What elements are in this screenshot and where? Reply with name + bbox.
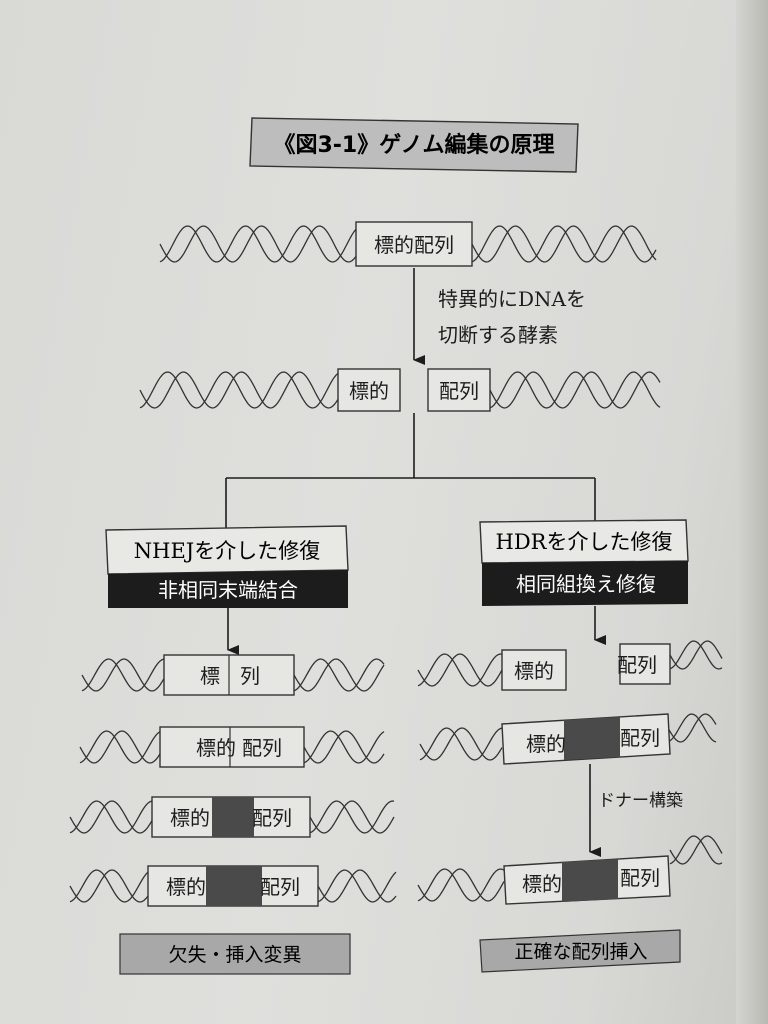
dna-cut-left-strand-2 (139, 371, 339, 409)
dna-nhej-b-left-strand-2 (79, 730, 161, 764)
hdr-result-cut: 標的 配列 (501, 643, 671, 691)
hdr-a-left: 標的 (514, 659, 554, 683)
donor-label: ドナー構築 (598, 791, 683, 811)
dna-nhej-a-left-strand-2 (81, 658, 165, 692)
hdr-b-insert (564, 717, 620, 760)
enzyme-label-line2: 切断する酵素 (438, 323, 558, 347)
nhej-a-right: 列 (240, 664, 260, 688)
nhej-outcome-caption: 欠失・挿入変異 (119, 933, 351, 975)
nhej-c-left: 標的 (170, 806, 210, 830)
branch-connector (225, 413, 596, 530)
nhej-b-right: 配列 (242, 736, 282, 760)
intact-target-label: 標的配列 (374, 233, 454, 257)
dna-nhej-a-right-strand-1 (293, 658, 385, 692)
dna-top-left-strand-2 (159, 225, 357, 263)
dna-hdr-c-left-strand-2 (417, 868, 505, 902)
dna-nhej-a-left-strand-1 (81, 658, 165, 692)
dna-top-right-strand-2 (471, 225, 657, 263)
cut-right-label: 配列 (439, 379, 479, 403)
intact-target-box: 標的配列 (355, 221, 473, 267)
dna-nhej-d-left-strand-1 (69, 869, 149, 903)
dna-hdr-a-right-strand-2 (669, 640, 723, 670)
cut-target-right-box: 配列 (427, 368, 491, 412)
nhej-result-deletion: 標 列 (163, 654, 295, 696)
hdr-b-left: 標的 (526, 732, 566, 756)
dna-nhej-c-left-strand-1 (69, 800, 153, 834)
dna-hdr-c-right-strand-1 (669, 835, 723, 865)
dna-cut-right-strand-1 (489, 371, 661, 409)
dna-nhej-a-right-strand-2 (293, 658, 385, 692)
hdr-a-right: 配列 (617, 653, 657, 677)
nhej-outcome-text: 欠失・挿入変異 (168, 944, 301, 966)
nhej-result-large-insertion: 標的 配列 (147, 865, 319, 907)
nhej-a-left: 標 (200, 664, 220, 688)
cut-target-left-box: 標的 (337, 368, 401, 412)
nhej-c-right: 配列 (252, 806, 292, 830)
nhej-result-rejoined: 標的 配列 (159, 726, 305, 768)
nhej-title: NHEJを介した修復 (134, 539, 320, 563)
dna-nhej-d-right-strand-2 (317, 869, 397, 903)
dna-hdr-a-right-strand-1 (669, 640, 723, 670)
dna-cut-right-strand-2 (489, 371, 661, 409)
dna-nhej-c-right-strand-2 (309, 800, 395, 834)
nhej-result-small-insertion: 標的 配列 (151, 796, 311, 838)
dna-hdr-c-left-strand-1 (417, 868, 505, 902)
dna-hdr-b-left-strand-2 (419, 727, 503, 761)
hdr-outcome-caption: 正確な配列挿入 (479, 929, 681, 973)
hdr-result-final: 標的 配列 (503, 855, 671, 905)
nhej-subtitle: 非相同末端結合 (158, 578, 298, 602)
nhej-b-left: 標的 (196, 736, 236, 760)
dna-nhej-c-right-strand-1 (309, 800, 395, 834)
dna-cut-left-strand-1 (139, 371, 339, 409)
dna-top-left-strand-1 (159, 225, 357, 263)
hdr-pathway-box: HDRを介した修復 相同組換え修復 (479, 519, 689, 606)
hdr-c-insert (562, 859, 618, 902)
hdr-b-right: 配列 (620, 726, 660, 750)
nhej-c-insert (212, 797, 254, 837)
hdr-result-donor: 標的 配列 (501, 713, 671, 765)
page-edge (736, 0, 768, 1024)
hdr-c-right: 配列 (620, 866, 660, 890)
dna-nhej-b-left-strand-1 (79, 730, 161, 764)
figure-title-text: 《図3-1》ゲノム編集の原理 (273, 132, 554, 158)
dna-nhej-d-left-strand-2 (69, 869, 149, 903)
enzyme-label-line1: 特異的にDNAを (438, 287, 586, 311)
hdr-title: HDRを介した修復 (496, 530, 673, 554)
hdr-c-left: 標的 (522, 872, 562, 896)
nhej-pathway-box: NHEJを介した修復 非相同末端結合 (105, 525, 349, 608)
nhej-d-left: 標的 (166, 875, 206, 899)
dna-hdr-a-left-strand-2 (417, 653, 503, 687)
hdr-subtitle: 相同組換え修復 (516, 572, 656, 596)
dna-hdr-b-right-strand-2 (667, 713, 717, 743)
nhej-d-right: 配列 (260, 875, 300, 899)
dna-nhej-b-right-strand-2 (303, 730, 385, 764)
nhej-d-insert (206, 866, 262, 906)
dna-strands (69, 225, 723, 903)
cut-left-label: 標的 (349, 379, 389, 403)
dna-hdr-c-right-strand-2 (669, 835, 723, 865)
dna-top-right-strand-1 (471, 225, 657, 263)
hdr-outcome-text: 正確な配列挿入 (514, 941, 647, 963)
dna-nhej-c-left-strand-2 (69, 800, 153, 834)
dna-hdr-b-right-strand-1 (667, 713, 717, 743)
dna-hdr-b-left-strand-1 (419, 727, 503, 761)
dna-hdr-a-left-strand-1 (417, 653, 503, 687)
dna-nhej-d-right-strand-1 (317, 869, 397, 903)
dna-nhej-b-right-strand-1 (303, 730, 385, 764)
figure-title: 《図3-1》ゲノム編集の原理 (249, 117, 579, 173)
